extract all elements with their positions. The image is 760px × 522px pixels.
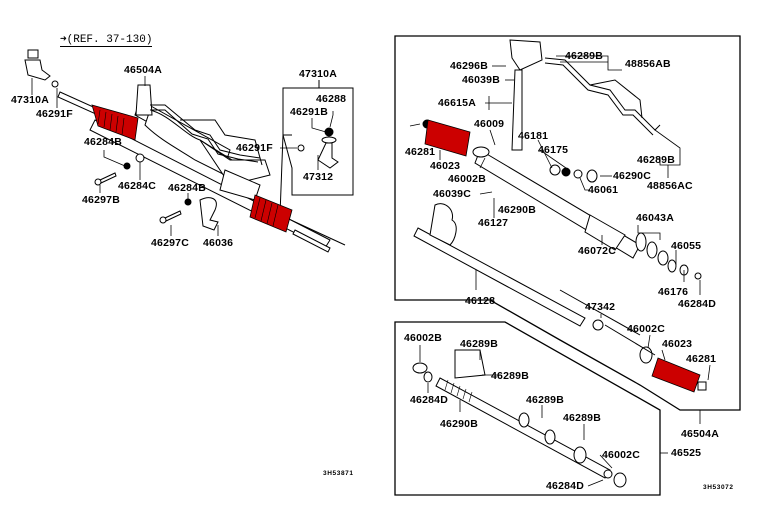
part-label-46127[interactable]: 46127	[478, 217, 509, 229]
part-label-46281[interactable]: 46281	[405, 146, 436, 158]
kit-title-47310A[interactable]: 47310A	[299, 68, 337, 80]
part-label-46290C[interactable]: 46290C	[613, 170, 651, 182]
part-label-46291F[interactable]: 46291F	[236, 142, 273, 154]
part-label-46043A[interactable]: 46043A	[636, 212, 674, 224]
drawing-code-right: 3H53072	[703, 484, 734, 491]
part-label-46289B[interactable]: 46289B	[637, 154, 675, 166]
part-label-46036[interactable]: 46036	[203, 237, 234, 249]
part-label-46291B[interactable]: 46291B	[290, 106, 328, 118]
part-label-46039B[interactable]: 46039B	[462, 74, 500, 86]
part-label-46504A[interactable]: 46504A	[124, 64, 162, 76]
part-label-46055[interactable]: 46055	[671, 240, 702, 252]
part-label-46284D[interactable]: 46284D	[546, 480, 584, 492]
part-label-46297C[interactable]: 46297C	[151, 237, 189, 249]
part-label-46181[interactable]: 46181	[518, 130, 549, 142]
part-label-46615A[interactable]: 46615A	[438, 97, 476, 109]
part-label-46284B[interactable]: 46284B	[84, 136, 122, 148]
part-label-46002B[interactable]: 46002B	[448, 173, 486, 185]
part-label-46289B[interactable]: 46289B	[526, 394, 564, 406]
part-label-46284C[interactable]: 46284C	[118, 180, 156, 192]
part-label-46281[interactable]: 46281	[686, 353, 717, 365]
part-label-46002C[interactable]: 46002C	[627, 323, 665, 335]
reference-link[interactable]: ➜(REF. 37-130)	[60, 34, 153, 47]
part-label-46297B[interactable]: 46297B	[82, 194, 120, 206]
part-label-46002B[interactable]: 46002B	[404, 332, 442, 344]
boot-left-inner	[249, 194, 293, 233]
part-label-46176[interactable]: 46176	[658, 286, 689, 298]
part-label-46288[interactable]: 46288	[316, 93, 347, 105]
part-label-48856AB[interactable]: 48856AB	[625, 58, 671, 70]
part-label-46290B[interactable]: 46290B	[498, 204, 536, 216]
part-label-46023[interactable]: 46023	[662, 338, 693, 350]
part-label-46072C[interactable]: 46072C	[578, 245, 616, 257]
frame-lower-right	[394, 321, 661, 496]
part-label-46284D[interactable]: 46284D	[410, 394, 448, 406]
part-label-46504A[interactable]: 46504A	[681, 428, 719, 440]
part-label-46023[interactable]: 46023	[430, 160, 461, 172]
part-label-47310A[interactable]: 47310A	[11, 94, 49, 106]
part-label-46002C[interactable]: 46002C	[602, 449, 640, 461]
part-label-46284B[interactable]: 46284B	[168, 182, 206, 194]
frame-kit-47310A	[282, 87, 354, 196]
part-label-47312[interactable]: 47312	[303, 171, 334, 183]
part-label-46525[interactable]: 46525	[671, 447, 702, 459]
part-label-46290B[interactable]: 46290B	[440, 418, 478, 430]
part-label-46009[interactable]: 46009	[474, 118, 505, 130]
part-label-46128[interactable]: 46128	[465, 295, 496, 307]
part-label-46291F[interactable]: 46291F	[36, 108, 73, 120]
part-label-46296B[interactable]: 46296B	[450, 60, 488, 72]
part-label-47342[interactable]: 47342	[585, 301, 616, 313]
drawing-code-left: 3H53871	[323, 470, 354, 477]
part-label-46289B[interactable]: 46289B	[565, 50, 603, 62]
part-label-46039C[interactable]: 46039C	[433, 188, 471, 200]
part-label-46175[interactable]: 46175	[538, 144, 569, 156]
part-label-46289B[interactable]: 46289B	[563, 412, 601, 424]
tie-rod-end	[24, 49, 59, 88]
part-label-46061[interactable]: 46061	[588, 184, 619, 196]
part-label-46289B[interactable]: 46289B	[460, 338, 498, 350]
part-label-46284D[interactable]: 46284D	[678, 298, 716, 310]
boot-right-upper	[424, 119, 471, 157]
boot-right-tie-rod	[651, 357, 701, 393]
boot-left-outer	[91, 104, 139, 141]
part-label-48856AC[interactable]: 48856AC	[647, 180, 693, 192]
part-label-46289B[interactable]: 46289B	[491, 370, 529, 382]
frame-upper-right	[394, 35, 741, 411]
